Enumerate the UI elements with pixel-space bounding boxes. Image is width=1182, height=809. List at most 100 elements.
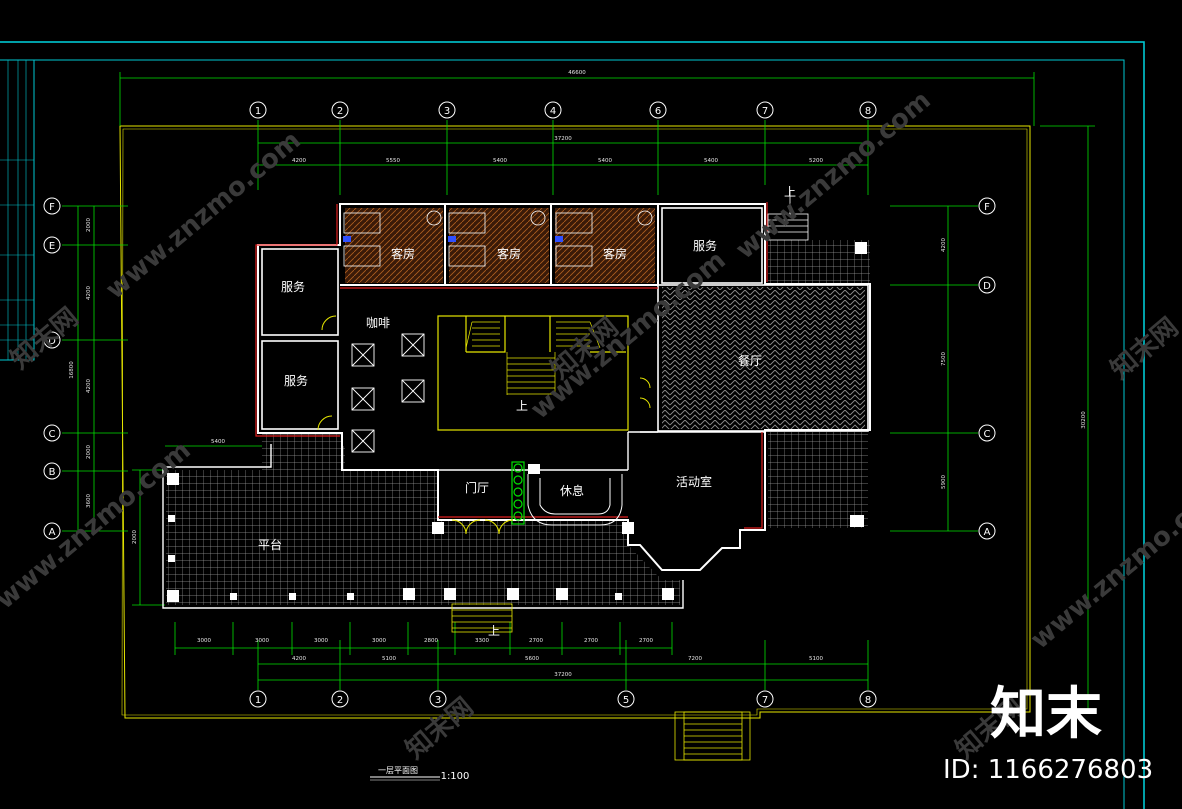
svg-text:B: B	[49, 467, 56, 478]
floor-hatches	[166, 208, 870, 605]
dim-bottom-row1: 2700	[584, 638, 598, 644]
dim-top-seg: 4200	[292, 158, 306, 164]
dim-left-seg: 2000	[86, 445, 92, 459]
plants	[511, 461, 525, 525]
dim-bottom-row2: 5100	[809, 656, 823, 662]
coffee-tables	[351, 333, 425, 453]
dim-overall-top: 46600	[568, 70, 586, 76]
svg-text:2: 2	[337, 695, 343, 706]
dim-right-seg: 5900	[941, 475, 947, 489]
bottom-stair	[674, 711, 751, 761]
axis-marker: A	[43, 522, 61, 540]
dim-bottom-row2: 5600	[525, 656, 539, 662]
room-label-guest-3: 客房	[603, 246, 627, 261]
svg-text:D: D	[48, 336, 56, 347]
dim-left-seg: 4200	[86, 379, 92, 393]
axis-marker: 3	[438, 101, 456, 119]
room-label-guest-2: 客房	[497, 246, 521, 261]
room-label-lobby: 门厅	[465, 480, 489, 495]
room-label-guest-1: 客房	[391, 246, 415, 261]
room-label-rest: 休息	[560, 483, 584, 498]
watermark-text: www.znzmo.com	[100, 125, 306, 305]
room-label-service-left-lower: 服务	[284, 373, 308, 388]
dim-bottom-row1: 2700	[529, 638, 543, 644]
guest-room-accents	[343, 236, 563, 242]
dim-top-seg: 5200	[809, 158, 823, 164]
room-label-service-left-upper: 服务	[281, 279, 305, 294]
svg-text:7: 7	[762, 695, 768, 706]
room-label-hall: 餐厅	[738, 353, 762, 368]
room-labels: 客房 客房 客房 服务 服务 服务 咖啡 餐厅 门厅 休息 活动室 平台 上 上…	[258, 185, 796, 638]
svg-text:4: 4	[550, 106, 556, 117]
dim-left-seg: 2000	[86, 218, 92, 232]
svg-text:7: 7	[762, 106, 768, 117]
dim-bottom-row1: 2700	[639, 638, 653, 644]
axis-marker: C	[43, 424, 61, 442]
guest-room-fixtures	[343, 210, 653, 267]
terrace-columns	[167, 242, 867, 602]
dim-terrace-width: 5400	[211, 439, 225, 445]
site-boundary	[119, 125, 1031, 719]
dim-bottom-row1: 3000	[255, 638, 269, 644]
dim-right-total: 30200	[1081, 411, 1087, 429]
svg-text:5: 5	[623, 695, 629, 706]
axis-markers-bottom: 1 2 3 5 7 8	[249, 690, 877, 708]
svg-text:3: 3	[435, 695, 441, 706]
axis-marker: B	[43, 462, 61, 480]
sheet-frame	[0, 41, 1145, 809]
rest-counter	[527, 474, 623, 526]
axis-marker: 2	[331, 690, 349, 708]
watermarks: www.znzmo.com www.znzmo.com www.znzmo.co…	[0, 85, 1182, 765]
dim-top-seg: 5400	[493, 158, 507, 164]
axis-marker: 4	[544, 101, 562, 119]
dim-terrace-depth: 2000	[132, 530, 138, 544]
axis-markers-top: 1 2 3 4 6 7 8	[249, 101, 877, 119]
top-right-stair	[767, 190, 809, 241]
dim-left-seg: 3600	[86, 494, 92, 508]
dim-bottom-row2: 4200	[292, 656, 306, 662]
stair-label-front: 上	[488, 624, 500, 638]
room-label-terrace: 平台	[258, 537, 282, 552]
room-label-service-top: 服务	[693, 238, 717, 253]
svg-text:A: A	[49, 527, 56, 538]
svg-text:A: A	[984, 527, 991, 538]
dim-bottom-row2: 5100	[382, 656, 396, 662]
svg-text:2: 2	[337, 106, 343, 117]
entrance-doors	[317, 315, 651, 535]
axis-marker: F	[43, 197, 61, 215]
svg-text:E: E	[49, 241, 55, 252]
dim-top-seg: 5400	[704, 158, 718, 164]
dim-bottom-row1: 3000	[314, 638, 328, 644]
dim-top-seg: 5400	[598, 158, 612, 164]
axis-marker: 2	[331, 101, 349, 119]
dim-grid-total-top: 37200	[554, 136, 572, 142]
dim-bottom-row1: 3300	[475, 638, 489, 644]
dim-right-seg: 7500	[941, 352, 947, 366]
dimension-lines	[62, 72, 1095, 712]
svg-text:F: F	[984, 202, 990, 213]
dim-bottom-row1: 2800	[424, 638, 438, 644]
dim-bottom-row2: 7200	[688, 656, 702, 662]
axis-marker: E	[43, 236, 61, 254]
svg-text:6: 6	[655, 106, 661, 117]
front-stair	[451, 603, 513, 633]
axis-marker: 1	[249, 690, 267, 708]
drawing-title-name: 一层平面图	[378, 766, 418, 775]
dimension-labels: 46600 37200 4200 5550 5400 5400 5400 520…	[69, 70, 1087, 678]
axis-marker: 5	[617, 690, 635, 708]
axis-marker: 6	[649, 101, 667, 119]
axis-markers-right: F D C A	[978, 197, 996, 540]
brand-id: ID: 1166276803	[943, 755, 1153, 785]
brand-logo: 知末	[990, 682, 1102, 747]
svg-text:F: F	[49, 202, 55, 213]
svg-text:1: 1	[255, 695, 261, 706]
svg-text:8: 8	[865, 695, 871, 706]
axis-marker: D	[43, 331, 61, 349]
drawing-title-scale: 1:100	[441, 771, 470, 782]
dim-grid-total-bottom: 37200	[554, 672, 572, 678]
axis-marker: F	[978, 197, 996, 215]
main-stair	[437, 315, 629, 431]
axis-marker: 7	[756, 690, 774, 708]
stair-label-top-right: 上	[784, 185, 796, 199]
room-label-coffee: 咖啡	[366, 315, 390, 330]
